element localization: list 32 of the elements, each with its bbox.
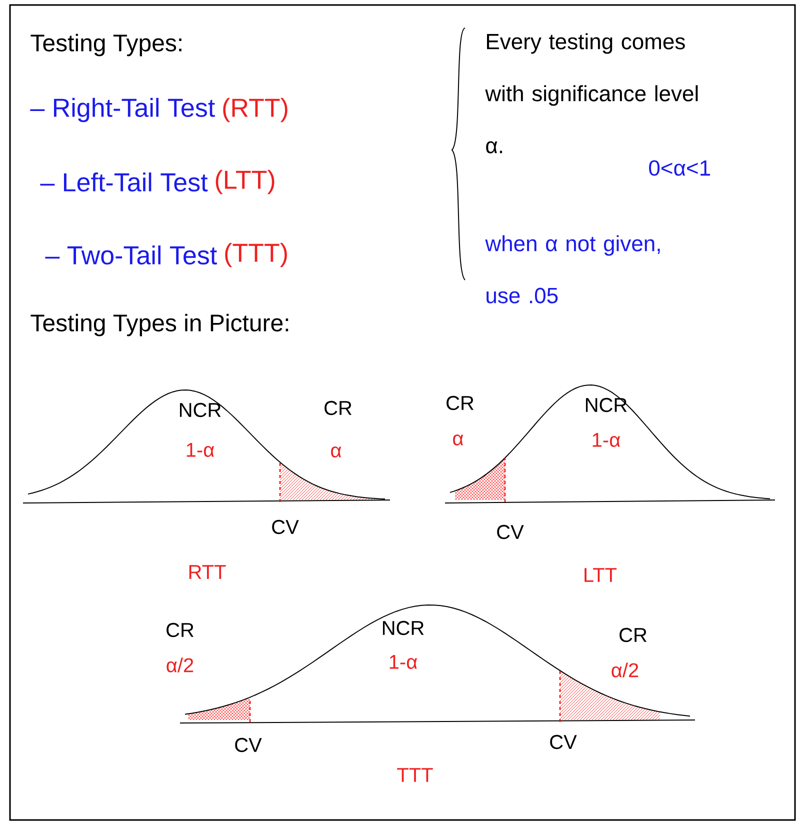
heading: Testing Types: [30, 34, 182, 56]
list-item: – Two-Tail Test [45, 245, 217, 265]
test-label: LTT [584, 568, 617, 582]
region-label: CR [446, 396, 474, 410]
value-label: 1-α [390, 655, 418, 669]
abbreviation: (LTT) [216, 170, 274, 194]
region-label: NCR [382, 620, 424, 636]
test-label: RTT [189, 565, 226, 579]
value-label: CV [235, 738, 262, 752]
value-label: CV [550, 734, 577, 750]
region-label: CR [324, 400, 352, 416]
note-text: Every testing comes with significance level α. [485, 33, 698, 154]
value-label: α [453, 434, 464, 446]
value-label: 1-α [592, 433, 620, 447]
list-item: – Left-Tail Test [40, 172, 208, 192]
value-label: α/2 [166, 658, 194, 672]
value-label: α [331, 446, 342, 458]
heading: Testing Types in Picture: [30, 314, 288, 336]
list-item: – Right-Tail Test [30, 98, 215, 122]
region-label: NCR [180, 402, 221, 418]
abbreviation: (TTT) [225, 242, 287, 268]
inequality-text: 0<α<1 [649, 160, 710, 176]
value-label: CV [272, 520, 299, 534]
value-label: α/2 [612, 662, 638, 678]
region-label: NCR [586, 398, 627, 412]
region-label: CR [166, 622, 194, 638]
value-label: CV [497, 524, 524, 540]
abbreviation: (RTT) [223, 98, 288, 122]
note-text: when α not given, use .05 [485, 235, 660, 304]
value-label: 1-α [186, 443, 214, 457]
test-label: TTT [397, 768, 433, 782]
region-label: CR [620, 628, 647, 642]
